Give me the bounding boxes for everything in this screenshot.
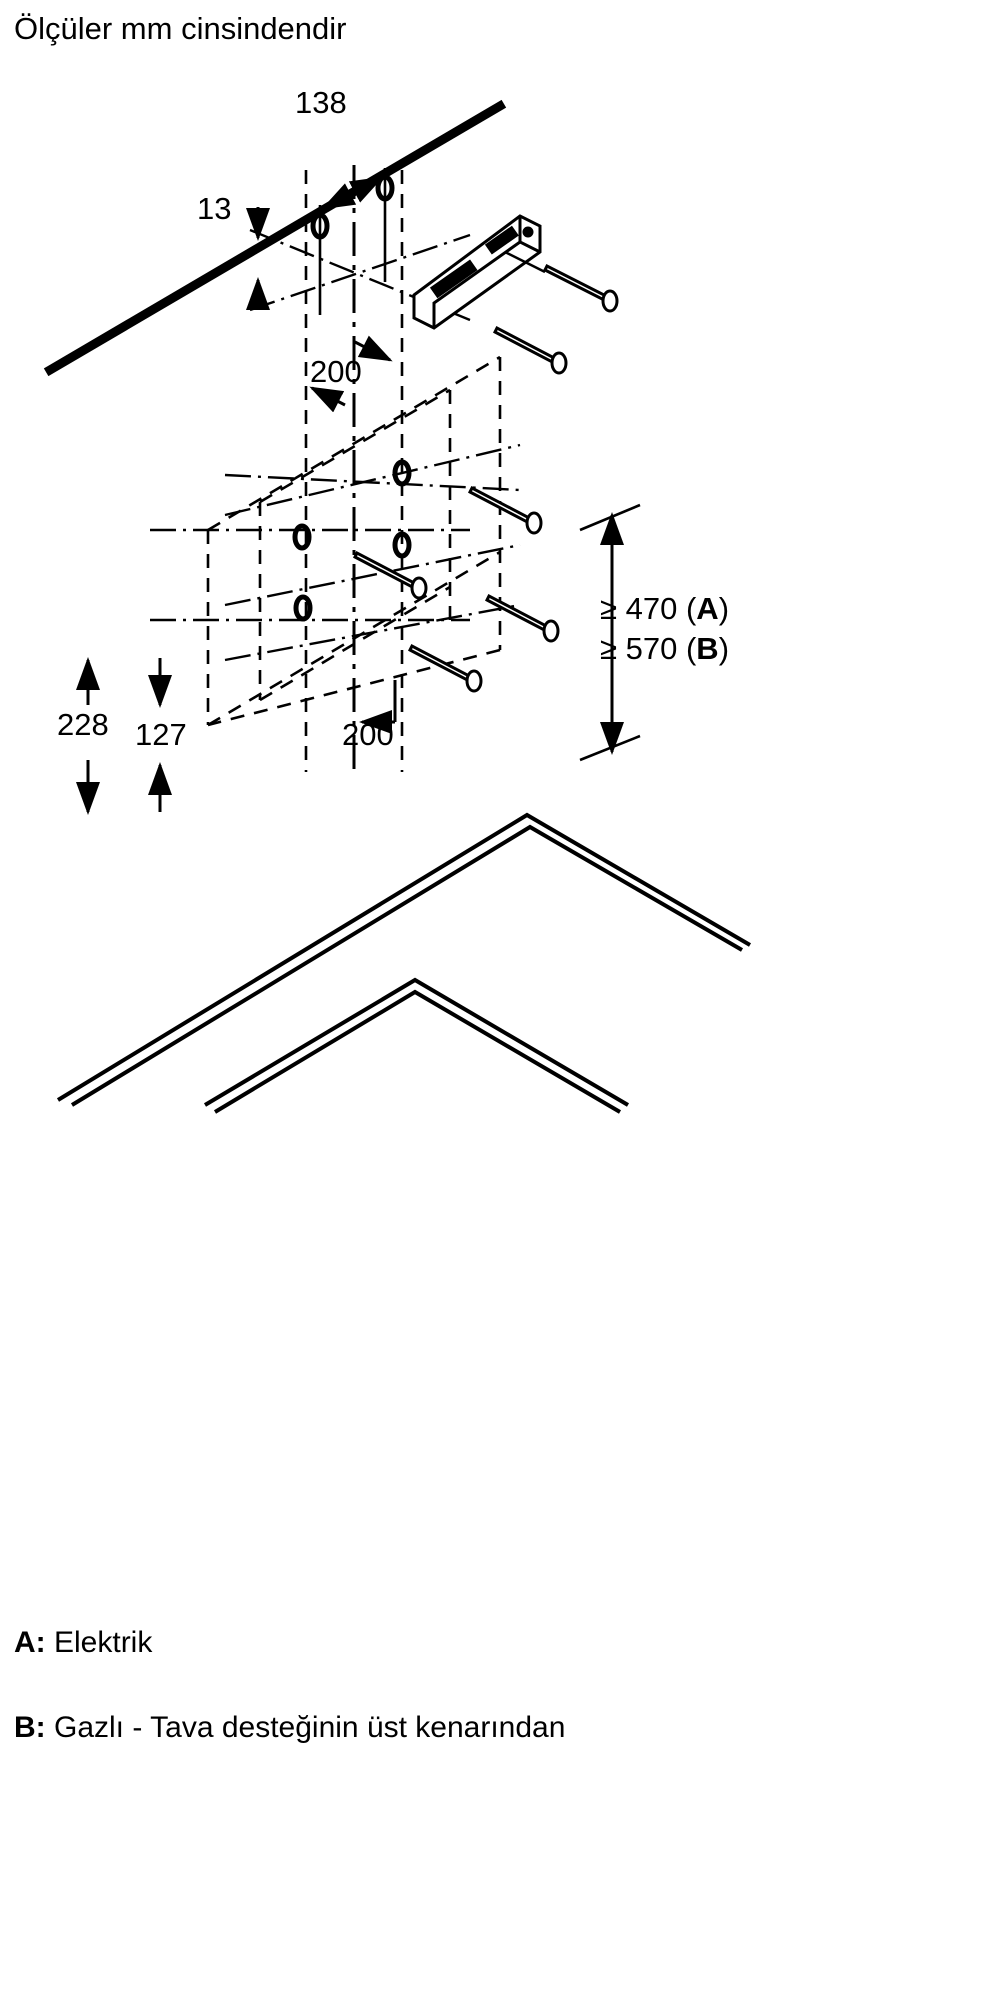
- page-title: Ölçüler mm cinsindendir: [14, 11, 347, 46]
- mounting-screw: [353, 250, 619, 693]
- dimension-label-200-upper: 200: [310, 354, 362, 389]
- wall-edge-line: [43, 99, 507, 377]
- dimension-label-13: 13: [197, 191, 232, 226]
- dimension-label-228: 228: [57, 707, 109, 742]
- legend-a-key: A:: [14, 1626, 46, 1659]
- drill-hole-marker: [292, 174, 412, 622]
- dimension-138: [318, 168, 387, 315]
- dimension-label-127: 127: [135, 717, 187, 752]
- dimension-label-min-470: ≥ 470 (A): [600, 592, 729, 626]
- min-570-key: B: [696, 631, 719, 666]
- dimension-200-upper: [309, 335, 393, 413]
- legend-b-key: B:: [14, 1711, 46, 1744]
- legend-b-text: Gazlı - Tava desteğinin üst kenarından: [54, 1711, 566, 1744]
- legend-item-b: B: Gazlı - Tava desteğinin üst kenarında…: [14, 1710, 974, 1746]
- min-470-prefix: ≥ 470 (: [600, 591, 697, 626]
- min-470-suffix: ): [718, 591, 730, 626]
- dimension-label-min-570: ≥ 570 (B): [600, 632, 729, 666]
- legend-a-text: Elektrik: [54, 1626, 153, 1659]
- legend-item-a: A: Elektrik: [14, 1625, 974, 1661]
- wall-mounting-bracket: [412, 214, 542, 330]
- technical-drawing: [0, 60, 1000, 1180]
- min-570-suffix: ): [718, 631, 730, 666]
- dimension-label-138: 138: [295, 85, 347, 120]
- dimension-label-200-lower: 200: [342, 717, 394, 752]
- min-570-prefix: ≥ 570 (: [600, 631, 697, 666]
- dimension-200-lower: [359, 680, 397, 734]
- min-470-key: A: [696, 591, 719, 626]
- hidden-construction-lines: [206, 170, 502, 772]
- dash-dot-axis-lines: [150, 228, 521, 662]
- hob-outline: [56, 812, 752, 1114]
- dimension-min-height: [579, 503, 641, 762]
